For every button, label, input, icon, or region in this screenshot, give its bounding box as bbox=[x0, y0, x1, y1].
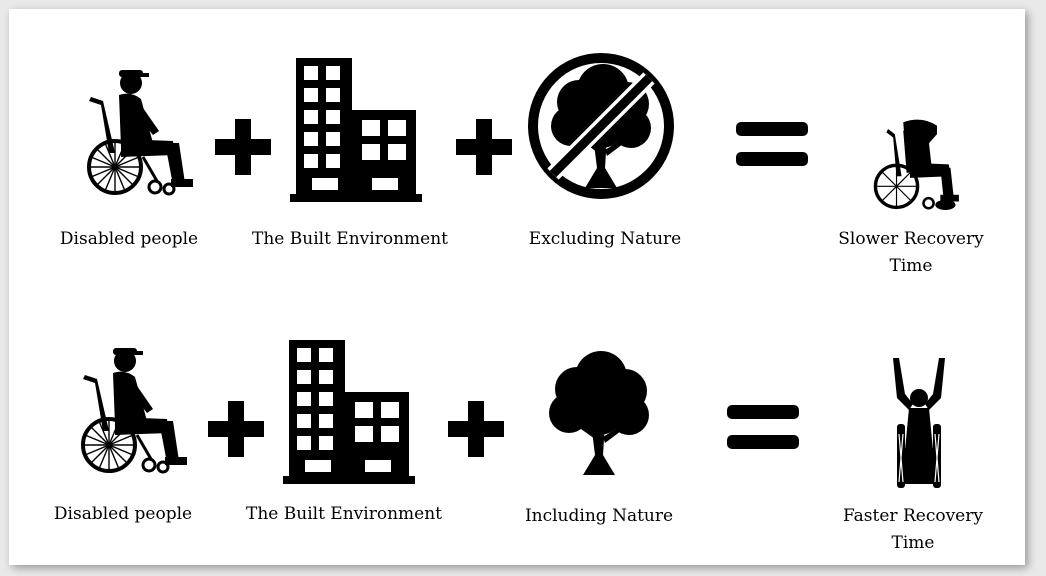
row-1-nature bbox=[526, 51, 676, 201]
label-disabled-people-2: Disabled people bbox=[53, 504, 193, 524]
building-icon bbox=[279, 336, 419, 486]
equals-icon bbox=[736, 122, 808, 166]
label-slower-recovery: Slower Recovery Time bbox=[838, 229, 984, 276]
row-1-person bbox=[61, 61, 201, 201]
plus-icon bbox=[215, 119, 271, 175]
label-including-nature: Including Nature bbox=[524, 506, 674, 526]
plus-icon bbox=[448, 401, 504, 457]
row-1-building bbox=[286, 54, 426, 204]
plus-icon bbox=[208, 401, 264, 457]
wheelchair-user-slumped-icon bbox=[851, 97, 969, 215]
tree-prohibited-icon bbox=[528, 53, 674, 199]
label-disabled-people-1: Disabled people bbox=[59, 229, 199, 249]
row-2-person bbox=[55, 339, 195, 479]
label-built-environment-1: The Built Environment bbox=[252, 229, 448, 249]
wheelchair-user-icon bbox=[61, 61, 201, 201]
equals-icon bbox=[727, 405, 799, 449]
infographic-card: Disabled people The Built Environment Ex… bbox=[9, 9, 1025, 565]
row-2-building bbox=[279, 336, 419, 486]
row-1-result bbox=[851, 97, 969, 215]
wheelchair-user-icon bbox=[55, 339, 195, 479]
label-built-environment-2: The Built Environment bbox=[246, 504, 442, 524]
plus-icon bbox=[456, 119, 512, 175]
label-excluding-nature: Excluding Nature bbox=[528, 229, 682, 249]
tree-icon bbox=[529, 343, 669, 483]
building-icon bbox=[286, 54, 426, 204]
row-2-nature bbox=[529, 343, 669, 483]
label-faster-recovery: Faster Recovery Time bbox=[843, 506, 983, 553]
row-2-result bbox=[879, 354, 959, 494]
wheelchair-user-cheering-icon bbox=[879, 354, 959, 494]
